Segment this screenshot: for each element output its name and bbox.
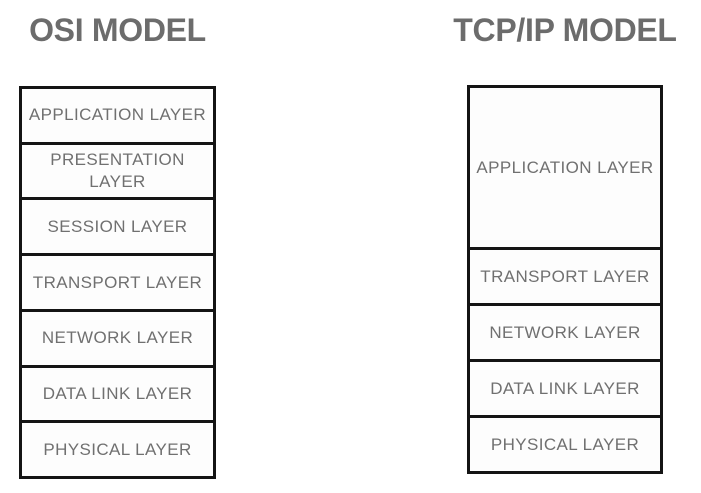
- layer-label: APPLICATION LAYER: [28, 105, 207, 125]
- layer-label: SESSION LAYER: [47, 216, 188, 236]
- layer-box-application: APPLICATION LAYER: [470, 88, 660, 250]
- layer-box-transport: TRANSPORT LAYER: [470, 250, 660, 306]
- layer-label: DATA LINK LAYER: [42, 383, 193, 403]
- tcpip-model-title: TCP/IP MODEL: [453, 12, 677, 48]
- layer-box-application: APPLICATION LAYER: [22, 89, 213, 145]
- layer-box-transport: TRANSPORT LAYER: [22, 256, 213, 312]
- layer-box-data-link: DATA LINK LAYER: [22, 368, 213, 424]
- layer-box-physical: PHYSICAL LAYER: [22, 423, 213, 476]
- layer-label: TRANSPORT LAYER: [480, 266, 650, 286]
- layer-label: TRANSPORT LAYER: [32, 272, 203, 292]
- tcpip-model-stack: APPLICATION LAYER TRANSPORT LAYER NETWOR…: [467, 85, 663, 474]
- layer-box-physical: PHYSICAL LAYER: [470, 418, 660, 471]
- layer-label: PHYSICAL LAYER: [490, 434, 640, 454]
- layer-box-presentation: PRESENTATION LAYER: [22, 145, 213, 201]
- layer-box-session: SESSION LAYER: [22, 200, 213, 257]
- layer-label: PHYSICAL LAYER: [43, 439, 192, 459]
- osi-model-title: OSI MODEL: [29, 12, 206, 48]
- layer-label: NETWORK LAYER: [489, 322, 641, 342]
- layer-box-network: NETWORK LAYER: [22, 312, 213, 368]
- layer-box-data-link: DATA LINK LAYER: [470, 362, 660, 418]
- layer-label: NETWORK LAYER: [41, 328, 194, 348]
- layer-label: PRESENTATION LAYER: [50, 150, 185, 192]
- layer-box-network: NETWORK LAYER: [470, 306, 660, 362]
- layer-label: DATA LINK LAYER: [490, 378, 640, 398]
- layer-label: APPLICATION LAYER: [476, 157, 654, 177]
- osi-model-stack: APPLICATION LAYER PRESENTATION LAYER SES…: [19, 86, 216, 479]
